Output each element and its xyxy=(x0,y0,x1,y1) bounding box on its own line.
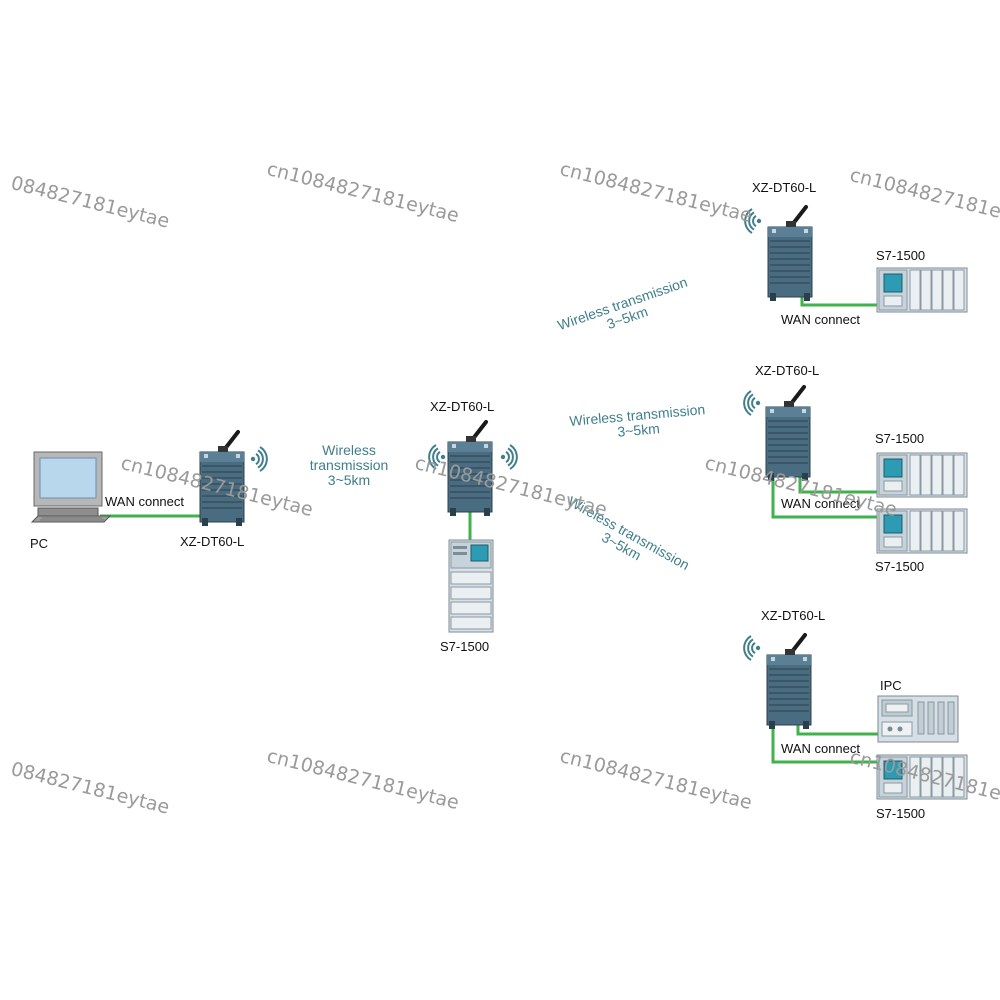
wireless-label-a: Wireless transmission 3~5km xyxy=(294,443,404,488)
hub-signal-right-icon xyxy=(500,444,520,470)
hub-radio-label: XZ-DT60-L xyxy=(430,399,495,414)
radio-c-wan-label: WAN connect xyxy=(781,496,860,511)
wireless-label-a-line1: Wireless xyxy=(322,442,376,458)
radio-a-label: XZ-DT60-L xyxy=(180,534,245,549)
radio-d-wan-label: WAN connect xyxy=(781,741,860,756)
plc-e-icon xyxy=(876,754,968,800)
radio-d-label: XZ-DT60-L xyxy=(761,608,826,623)
link-r2-plc-a xyxy=(798,472,878,494)
pc-label: PC xyxy=(30,536,49,551)
hub-plc-label: S7-1500 xyxy=(440,639,490,654)
wireless-label-a-line3: 3~5km xyxy=(327,472,371,488)
plc-d-icon xyxy=(876,508,968,554)
radio-b-icon xyxy=(766,205,816,303)
radio-b-label: XZ-DT60-L xyxy=(752,180,817,195)
plc-b-icon xyxy=(876,267,968,313)
link-r3-plc xyxy=(771,718,878,764)
hub-plc-icon xyxy=(448,539,494,633)
plc-d-label: S7-1500 xyxy=(875,559,925,574)
hub-signal-left-icon xyxy=(426,444,446,470)
radio-c-label: XZ-DT60-L xyxy=(755,363,820,378)
plc-c-label: S7-1500 xyxy=(875,431,925,446)
pc-icon xyxy=(28,451,118,527)
link-r2-plc-b xyxy=(771,472,878,519)
radio-b-signal-icon xyxy=(742,208,762,234)
plc-e-label: S7-1500 xyxy=(876,806,926,821)
hub-radio-icon xyxy=(446,420,496,518)
radio-d-signal-icon xyxy=(741,635,761,661)
ipc-icon xyxy=(877,695,959,743)
radio-a-wan-label: WAN connect xyxy=(105,494,184,509)
radio-a-signal-icon xyxy=(250,446,270,472)
plc-b-label: S7-1500 xyxy=(876,248,926,263)
radio-c-icon xyxy=(764,385,814,483)
radio-a-icon xyxy=(198,430,248,528)
wireless-label-a-line2: transmission xyxy=(309,457,389,473)
radio-b-wan-label: WAN connect xyxy=(781,312,860,327)
plc-c-icon xyxy=(876,452,968,498)
radio-c-signal-icon xyxy=(741,390,761,416)
ipc-label: IPC xyxy=(880,678,902,693)
radio-d-icon xyxy=(765,633,815,731)
